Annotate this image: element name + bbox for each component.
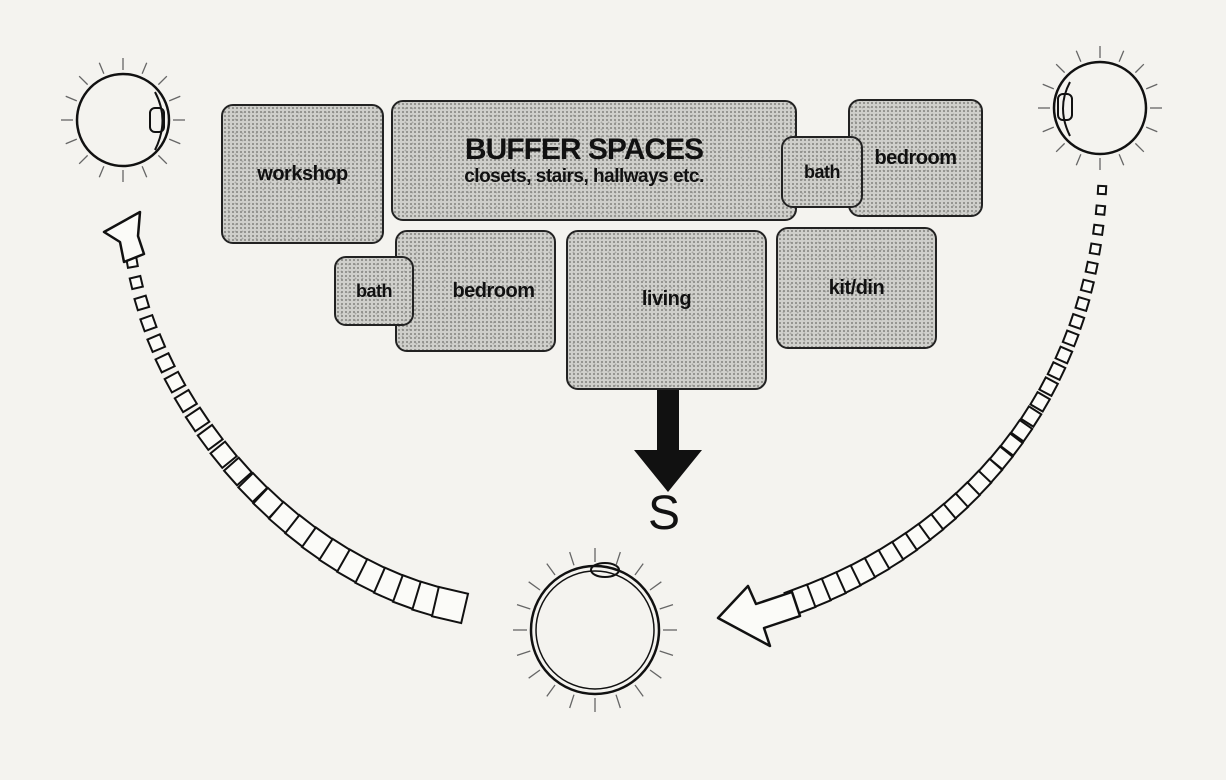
sun-path-square [1092,223,1105,236]
sun-path-square [430,585,470,625]
room-living-label: living [641,288,692,310]
room-bedroom-lower: bedroom [395,230,556,352]
sun-path-square [1096,184,1108,196]
sun-path-square [173,388,199,414]
sun-path-square [163,370,187,394]
sun-path-square [146,333,167,354]
sun-rays [61,46,1162,712]
sun-path-square [154,351,177,374]
sun-ray [546,563,556,576]
sun-path-square [1037,376,1060,398]
sun-icon-west [75,72,171,168]
sun-ray [65,95,78,102]
sun-path-square [139,313,158,333]
sun-ray [569,694,575,709]
room-living: living [566,230,767,390]
room-workshop-label: workshop [257,162,348,185]
sun-ray [1145,126,1158,133]
sun-ray [65,138,78,145]
sun-path-square [1019,404,1043,429]
sun-path-arrow-icon-south [716,584,802,648]
sun-ray [1118,153,1125,166]
sun-path-square [196,423,225,452]
buffer-spaces-title: BUFFER SPACES [464,132,704,166]
buffer-spaces-subtitle: closets, stairs, hallways etc. [464,165,704,187]
sun-path-square [184,406,211,433]
sun-path-square [1054,345,1074,365]
room-kit-din-label: kit/din [828,276,885,299]
east-sun-path-squares [783,184,1108,617]
sun-path-square [209,440,239,470]
room-workshop: workshop [221,104,384,244]
sun-path-square [1029,390,1052,413]
sun-path-square [1068,312,1086,331]
sun-path-square [1046,360,1067,382]
room-bath-upper-label: bath [804,161,841,182]
sun-ray [141,165,148,178]
sun-ray [1042,126,1055,133]
sun-path-square [1094,204,1107,216]
sun-path-square [1079,278,1096,294]
sun-ray [634,563,644,576]
sun-ray [516,650,531,656]
room-bedroom-upper: bedroom [848,99,983,217]
sun-path-square [236,471,269,504]
room-bath-lower: bath [334,256,414,326]
sun-ray [78,154,89,165]
sun-ray [157,75,168,86]
room-buffer-spaces: BUFFER SPACES closets, stairs, hallways … [391,100,797,221]
sun-ray [1134,142,1145,153]
sun-ray [615,694,621,709]
sun-ray [1055,142,1066,153]
room-bedroom-upper-label: bedroom [874,146,957,169]
sun-path-square [1088,242,1102,256]
sun-ray [569,551,575,566]
sun-ray [649,669,662,679]
sun-path-square [222,456,254,487]
sun-ray [659,650,674,656]
room-bedroom-lower-label: bedroom [452,279,535,302]
sun-icon-south [529,562,661,696]
sun-ray [168,95,181,102]
sun-ray [1055,63,1066,74]
sun-ray [1118,50,1125,63]
sun-ray [141,62,148,75]
room-kit-din: kit/din [776,227,937,349]
west-sun-path-squares [125,255,470,625]
sun-ray [98,62,105,75]
sun-ray [528,581,541,591]
sun-ray [1134,63,1145,74]
sun-path-square [1074,295,1091,313]
sun-ray [98,165,105,178]
sun-ray [1042,83,1055,90]
sun-ray [1075,50,1082,63]
sun-ray [649,581,662,591]
sun-ray [1145,83,1158,90]
sun-ray [516,604,531,610]
sun-path-square [1061,329,1080,348]
room-bath-lower-label: bath [356,280,393,301]
sun-ray [634,684,644,697]
sun-path-square [1009,418,1034,443]
sun-path-arrow-icon-west [102,210,146,264]
sun-path-square [1084,260,1099,275]
sun-ray [546,684,556,697]
sun-ray [157,154,168,165]
sun-ray [615,551,621,566]
south-label: S [648,487,681,540]
sun-ray [528,669,541,679]
sun-path-square [133,294,151,312]
sun-ray [1075,153,1082,166]
sun-path-square [128,274,145,291]
sun-ray [78,75,89,86]
sun-ray [659,604,674,610]
sun-icon-east [1052,60,1148,156]
room-bath-upper: bath [781,136,863,208]
sun-ray [168,138,181,145]
